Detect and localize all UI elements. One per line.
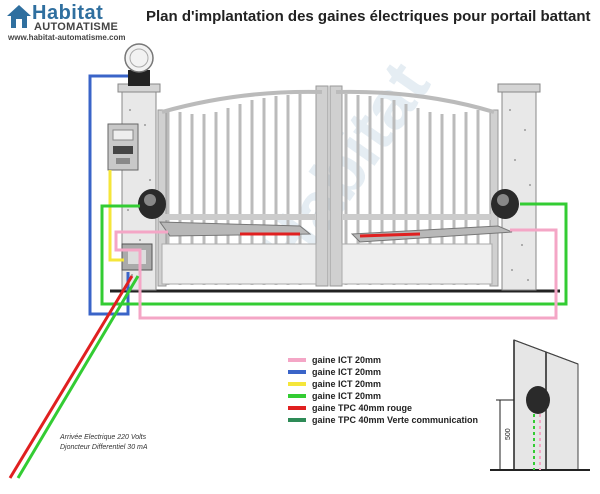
- legend-labels: gaine ICT 20mm gaine ICT 20mm gaine ICT 20…: [312, 355, 478, 425]
- gate-center-right-post: [329, 85, 343, 287]
- conduit-blue: [88, 74, 130, 316]
- left-photocell-icon: [138, 189, 166, 219]
- gate-left-arch: [161, 89, 323, 114]
- supply-note-line2: Djoncteur Differentiel 30 mA: [60, 444, 148, 451]
- legend-label: gaine TPC 40mm rouge: [312, 403, 412, 413]
- supply-note-line1: Arrivée Electrique 220 Volts: [59, 434, 147, 441]
- intercom-panel-icon: [107, 123, 139, 171]
- supply-cable-red: [8, 275, 134, 479]
- legend-label: gaine ICT 20mm: [312, 367, 381, 377]
- gate-left-rail: [162, 214, 316, 220]
- control-box-icon: [121, 243, 153, 271]
- legend-label: gaine TPC 40mm Verte communication: [312, 415, 478, 425]
- gate-center-left-post: [315, 85, 329, 287]
- conduit-pink: [114, 228, 558, 320]
- gate-right-rail: [342, 214, 492, 220]
- gate-right-panel: [341, 243, 493, 285]
- brand-sub: AUTOMATISME: [34, 21, 119, 33]
- brand-name: Habitat: [32, 2, 104, 24]
- brand-logo: Habitat AUTOMATISME www.habitat-automati…: [4, 2, 144, 42]
- legend-label: gaine ICT 20mm: [312, 355, 381, 365]
- legend-label: gaine ICT 20mm: [312, 379, 381, 389]
- conduit-yellow: [108, 170, 124, 262]
- page-title: Plan d'implantation des gaines électriqu…: [146, 8, 591, 25]
- right-pillar-cap: [497, 83, 541, 93]
- house-logo-icon: [7, 5, 31, 28]
- detail-photocell-icon: [526, 386, 550, 414]
- gate-left-panel: [161, 243, 317, 285]
- flash-light-icon: [124, 43, 154, 86]
- conduit-green: [100, 202, 568, 306]
- detail-inset: 500: [490, 339, 590, 471]
- right-photocell-icon: [491, 189, 519, 219]
- right-actuator-icon: [350, 225, 513, 243]
- gate-right-arch: [335, 89, 495, 114]
- legend-swatches: [288, 358, 306, 422]
- supply-cable-green: [16, 275, 140, 479]
- brand-url: www.habitat-automatisme.com: [8, 33, 126, 42]
- legend-label: gaine ICT 20mm: [312, 391, 381, 401]
- pillar-texture: [127, 109, 531, 281]
- detail-dimension: 500: [505, 428, 512, 440]
